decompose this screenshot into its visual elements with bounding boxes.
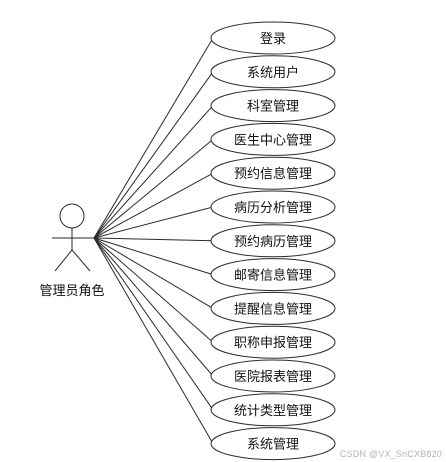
use-case-label: 科室管理 — [247, 99, 299, 115]
use-case-ellipse — [210, 89, 336, 123]
use-case-ellipse — [210, 325, 336, 359]
use-case-label: 统计类型管理 — [234, 404, 312, 419]
association-line — [93, 71, 214, 239]
use-case-ellipse — [210, 393, 336, 427]
actor-left-leg — [54, 249, 73, 272]
association-line — [93, 37, 214, 239]
use-case: 医院报表管理 — [210, 359, 336, 393]
use-case: 登录 — [210, 21, 336, 55]
use-case-ellipse — [210, 21, 336, 55]
use-case-label: 邮寄信息管理 — [234, 268, 312, 284]
use-case-ellipse — [210, 359, 336, 393]
use-case: 系统用户 — [210, 55, 336, 89]
use-case-label: 登录 — [260, 32, 286, 47]
use-case-label: 系统用户 — [247, 65, 299, 81]
use-case-label: 病历分析管理 — [234, 201, 312, 216]
use-case-ellipse — [210, 427, 336, 461]
association-line — [93, 237, 214, 309]
use-cases: 登录系统用户科室管理医生中心管理预约信息管理病历分析管理预约病历管理邮寄信息管理… — [210, 21, 336, 461]
association-line — [93, 206, 214, 239]
actor-right-leg — [71, 249, 91, 272]
association-line — [93, 237, 214, 276]
use-case: 统计类型管理 — [210, 393, 336, 427]
use-case-ellipse — [210, 122, 336, 156]
use-case-ellipse — [210, 224, 336, 258]
use-case: 病历分析管理 — [210, 190, 336, 224]
use-case-label: 预约病历管理 — [234, 235, 312, 250]
use-case-ellipse — [210, 258, 336, 292]
use-case-ellipse — [210, 190, 336, 224]
association-line — [93, 139, 214, 239]
use-case-ellipse — [210, 291, 336, 325]
use-case: 提醒信息管理 — [210, 291, 336, 325]
association-line — [93, 237, 214, 444]
use-case-ellipse — [210, 55, 336, 89]
use-case: 系统管理 — [210, 427, 336, 461]
actor-head — [59, 203, 85, 229]
use-case-ellipse — [210, 156, 336, 190]
use-case-label: 医院报表管理 — [234, 370, 312, 385]
association-line — [93, 237, 214, 242]
association-line — [93, 105, 214, 239]
use-case: 职称申报管理 — [210, 325, 336, 359]
use-case-label: 系统管理 — [247, 438, 299, 453]
use-case-label: 预约信息管理 — [234, 166, 312, 182]
use-case: 预约信息管理 — [210, 156, 336, 190]
association-line — [93, 237, 214, 411]
use-case: 医生中心管理 — [210, 122, 336, 156]
use-case: 科室管理 — [210, 89, 336, 123]
actor-figure: 管理员角色 — [39, 203, 105, 299]
actor-label: 管理员角色 — [39, 283, 104, 299]
use-case-label: 提醒信息管理 — [234, 301, 312, 317]
use-case: 邮寄信息管理 — [210, 258, 336, 292]
use-case: 预约病历管理 — [210, 224, 336, 258]
use-case-label: 职称申报管理 — [234, 336, 312, 351]
association-line — [93, 237, 214, 377]
association-lines — [93, 37, 214, 444]
association-line — [93, 172, 214, 239]
use-case-label: 医生中心管理 — [234, 133, 312, 148]
watermark: CSDN @VX_SnCXB820 — [339, 449, 442, 459]
association-line — [93, 237, 214, 343]
